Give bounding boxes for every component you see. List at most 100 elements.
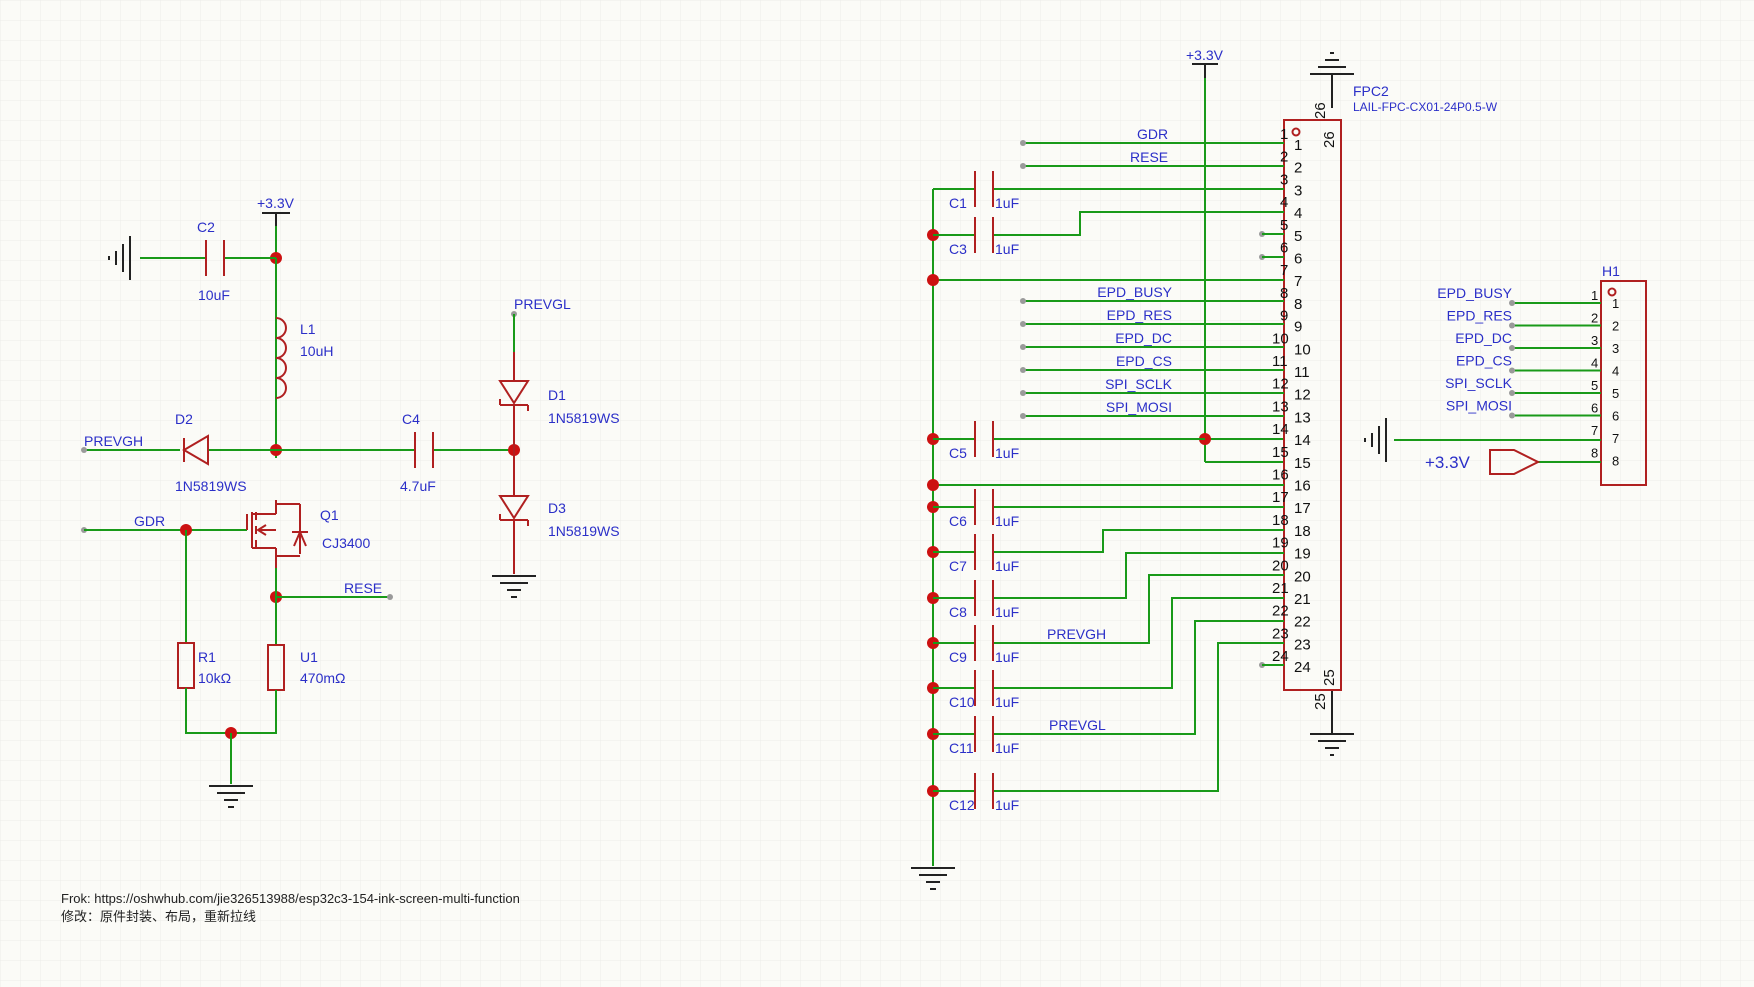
h1-pin-number-inner: 1	[1612, 296, 1619, 311]
net-label-prevgl: PREVGL	[514, 296, 571, 312]
fpc2-pin-number-inner: 1	[1294, 137, 1302, 154]
h1-pin-number-inner: 6	[1612, 409, 1619, 424]
capacitor-value: 1uF	[995, 445, 1019, 461]
fpc-net-label: EPD_DC	[1115, 330, 1172, 346]
fpc2-pin-number-outer: 14	[1272, 421, 1289, 438]
c4-value: 4.7uF	[400, 478, 436, 494]
fpc2-pin-number-inner: 22	[1294, 614, 1311, 631]
capacitor-symbol	[974, 670, 994, 706]
h1-pin-number-outer: 4	[1591, 356, 1598, 371]
fpc2-pins: 1122334455667788991010111112121313141415…	[1272, 126, 1311, 676]
fpc2-pin-number-inner: 7	[1294, 273, 1302, 290]
fpc2-pin-number-outer: 6	[1280, 240, 1288, 257]
capacitor-symbol	[974, 217, 994, 253]
h1-ref: H1	[1602, 263, 1620, 279]
q1-ref: Q1	[320, 507, 339, 523]
h1-pin-number-inner: 8	[1612, 454, 1619, 469]
h1-pin-number-outer: 7	[1591, 423, 1598, 438]
fpc2-pin-number-outer: 2	[1280, 149, 1288, 166]
junction	[927, 274, 939, 286]
capacitor-value: 1uF	[995, 241, 1019, 257]
fpc2-pin-number-outer: 13	[1272, 398, 1289, 415]
capacitor-ref: C3	[949, 241, 967, 257]
junction	[927, 479, 939, 491]
fpc2-pin-number-outer: 8	[1280, 285, 1288, 302]
h1-pin-number-inner: 3	[1612, 341, 1619, 356]
h1-net-label: EPD_DC	[1455, 330, 1512, 346]
fpc2-pin-number-outer: 7	[1280, 262, 1288, 279]
fpc2-pin-number-inner: 17	[1294, 500, 1311, 517]
l1-ref: L1	[300, 321, 316, 337]
fpc2-pin-number-inner: 6	[1294, 251, 1302, 268]
capacitor-value: 1uF	[995, 797, 1019, 813]
net-label-rese: RESE	[344, 580, 382, 596]
fpc2-pin-number-outer: 22	[1272, 603, 1289, 620]
ground-icon	[1310, 52, 1354, 108]
fpc2-pin-number-inner: 11	[1294, 364, 1310, 381]
fpc2-pin-number-inner: 3	[1294, 182, 1302, 199]
ground-icon	[209, 785, 253, 808]
fpc2-pin-number-outer: 3	[1280, 171, 1288, 188]
fpc2-pin-number-inner: 5	[1294, 228, 1302, 245]
h1-pin-number-inner: 5	[1612, 386, 1619, 401]
ground-icon	[108, 236, 131, 280]
fpc-net-rese: RESE	[1130, 149, 1168, 165]
h1-net-label: SPI_MOSI	[1446, 398, 1512, 414]
fpc2-pin-number-outer: 10	[1272, 330, 1289, 347]
fpc2-pin-number-inner: 21	[1294, 591, 1311, 608]
fpc2-pin-number-outer: 19	[1272, 535, 1289, 552]
h1-pin-number-outer: 5	[1591, 378, 1598, 393]
h1-pin-number-inner: 2	[1612, 319, 1619, 334]
fpc-net-label: EPD_CS	[1116, 353, 1172, 369]
fpc-net-prevgh: PREVGH	[1047, 626, 1106, 642]
footer-source: Frok: https://oshwhub.com/jie326513988/e…	[61, 891, 520, 906]
h1-pin-number-outer: 1	[1591, 288, 1598, 303]
capacitor-ref: C1	[949, 195, 967, 211]
h1-pin-number-outer: 3	[1591, 333, 1598, 348]
fpc2-pin-number-outer: 20	[1272, 557, 1289, 574]
fpc2-pin-number-inner: 18	[1294, 523, 1311, 540]
capacitor-ref: C6	[949, 513, 967, 529]
u1-value: 470mΩ	[300, 670, 346, 686]
q1-value: CJ3400	[322, 535, 370, 551]
fpc-net-gdr: GDR	[1137, 126, 1168, 142]
d3-value: 1N5819WS	[548, 523, 620, 539]
u1-ref: U1	[300, 649, 318, 665]
fpc-net-label: SPI_MOSI	[1106, 399, 1172, 415]
fpc2-pin-number-inner: 2	[1294, 160, 1302, 177]
fpc2-pin-number-inner: 12	[1294, 387, 1311, 404]
fpc2-pin-number-inner: 15	[1294, 455, 1311, 472]
fpc2-pin-number-outer: 12	[1272, 376, 1289, 393]
power-port-3v3	[1489, 449, 1541, 475]
h1-net-label: EPD_CS	[1456, 353, 1512, 369]
fpc2-pin-number-outer: 1	[1280, 126, 1288, 143]
diode-d1	[498, 380, 530, 411]
d1-value: 1N5819WS	[548, 410, 620, 426]
capacitor-value: 1uF	[995, 694, 1019, 710]
ground-icon	[911, 867, 955, 890]
h1-pin-number-outer: 8	[1591, 446, 1598, 461]
fpc2-pin-26-out: 26	[1312, 102, 1329, 119]
ground-icon	[1310, 690, 1354, 756]
fpc2-pin-number-outer: 24	[1272, 648, 1289, 665]
capacitor-value: 1uF	[995, 604, 1019, 620]
net-label-3v3-header: +3.3V	[1425, 453, 1471, 472]
fpc2-pin-number-inner: 20	[1294, 568, 1311, 585]
capacitor-ref: C5	[949, 445, 967, 461]
mosfet-q1	[246, 500, 308, 568]
ground-icon	[1364, 418, 1387, 462]
fpc2-pin-number-inner: 9	[1294, 319, 1302, 336]
capacitor-ref: C9	[949, 649, 967, 665]
fpc2-pin-number-outer: 4	[1280, 194, 1288, 211]
fpc2-pin-25-out: 25	[1312, 693, 1329, 710]
capacitor-symbol	[974, 534, 994, 570]
capacitor-ref: C11	[949, 740, 974, 756]
fpc-net-label: SPI_SCLK	[1105, 376, 1173, 392]
fpc-bus-labels: EPD_BUSYEPD_RESEPD_DCEPD_CSSPI_SCLKSPI_M…	[1097, 284, 1172, 415]
capacitor-value: 1uF	[995, 558, 1019, 574]
fpc2-pin-number-outer: 9	[1280, 308, 1288, 325]
r1-value: 10kΩ	[198, 670, 231, 686]
capacitor-value: 1uF	[995, 513, 1019, 529]
